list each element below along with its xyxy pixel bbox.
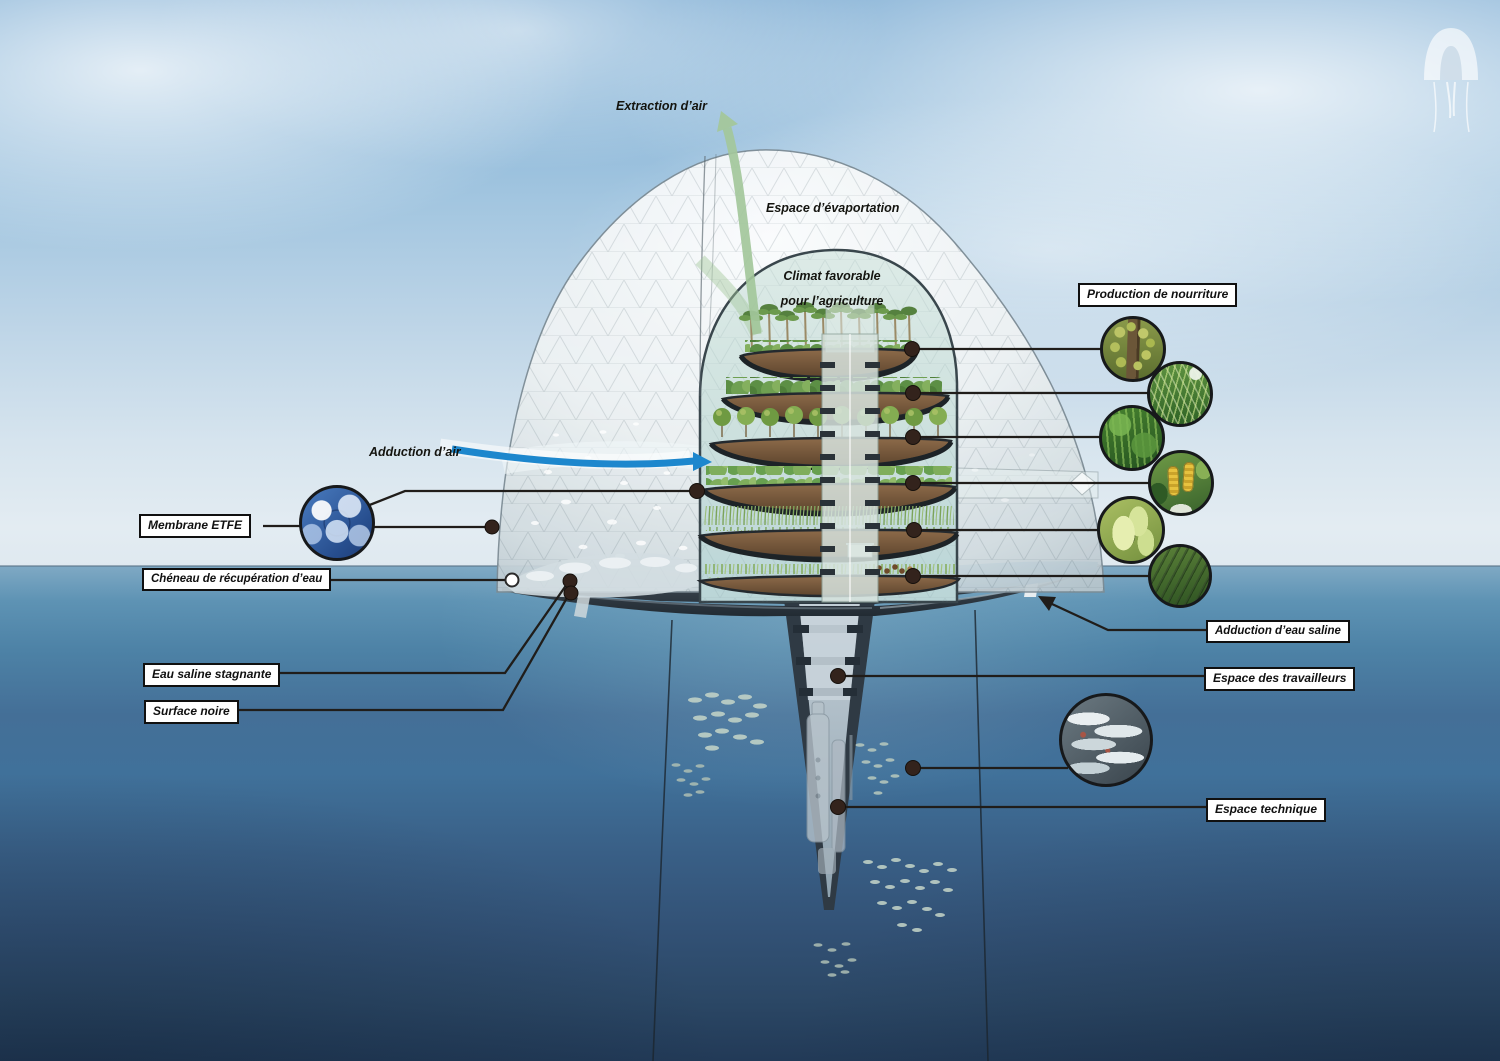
- label-membrane-etfe: Membrane ETFE: [139, 514, 252, 538]
- photo-corn-cobs-circle: [1148, 450, 1214, 516]
- photo-fish-circle: [1059, 693, 1153, 787]
- label-espace-travailleurs: Espace des travailleurs: [1204, 667, 1356, 691]
- central-shaft: [820, 299, 880, 603]
- worker-decks: [793, 625, 863, 696]
- air-extraction-arrow: [717, 111, 762, 335]
- label-extraction-air: Extraction d’air: [616, 99, 707, 113]
- label-adduction-air: Adduction d’air: [369, 445, 461, 459]
- photo-etfe-membrane-circle: [299, 485, 375, 561]
- label-climat-line2: pour l’agriculture: [780, 294, 884, 308]
- label-climat-favorable: Climat favorable pour l’agriculture: [742, 264, 922, 314]
- label-climat-line1: Climat favorable: [783, 269, 881, 283]
- label-cheneau: Chéneau de récupération d’eau: [142, 568, 332, 592]
- callout-connectors: [236, 347, 1206, 809]
- label-production-nourriture: Production de nourriture: [1078, 283, 1238, 307]
- label-espace-technique: Espace technique: [1206, 798, 1327, 822]
- connector-dots: [484, 341, 922, 815]
- hull-left-slot: [574, 596, 590, 618]
- underwater-keel: [784, 600, 875, 910]
- photo-fruit-tree-circle: [1100, 316, 1166, 382]
- fish-schools: [671, 692, 957, 977]
- jellyfish-logo: [1424, 28, 1478, 133]
- photo-green-bananas-circle: [1097, 496, 1165, 564]
- label-eau-saline-stagnante: Eau saline stagnante: [143, 663, 281, 687]
- photo-green-beans-circle: [1099, 405, 1165, 471]
- photo-crop-rows-circle: [1148, 544, 1212, 608]
- corn-cob-icon: [1167, 465, 1180, 497]
- saline-intake-arrowhead: [1038, 596, 1056, 611]
- cut-seam-line: [699, 155, 706, 397]
- label-surface-noire: Surface noire: [144, 700, 239, 724]
- air-intake-arrow: [438, 438, 712, 471]
- label-espace-evaporation: Espace d’évaportation: [766, 201, 900, 215]
- photo-corn-plants-circle: [1147, 361, 1213, 427]
- label-adduction-eau-saline: Adduction d’eau saline: [1206, 620, 1350, 644]
- technical-machinery: [806, 701, 853, 874]
- corn-cob-icon: [1181, 461, 1196, 493]
